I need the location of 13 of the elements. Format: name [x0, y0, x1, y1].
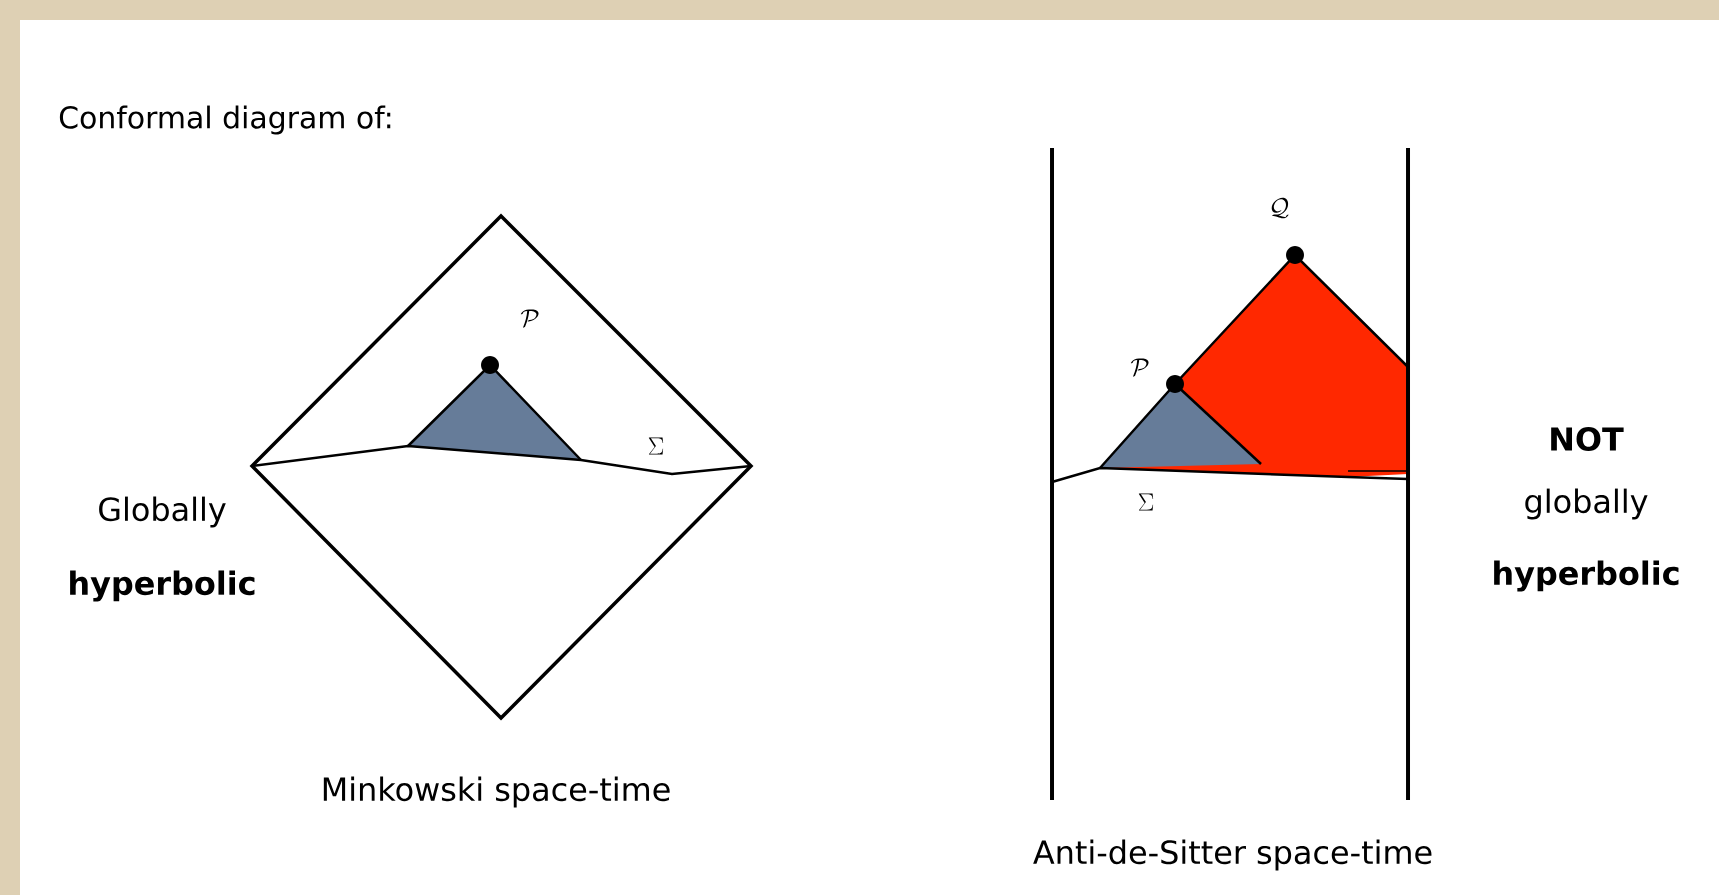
diagram-caption: Anti-de-Sitter space-time — [1033, 839, 1432, 871]
heading: Conformal diagram of: — [59, 105, 391, 135]
point-label: $\mathcal{P}$ — [1130, 358, 1149, 377]
diagram-caption: Minkowski space-time — [323, 776, 670, 808]
side-note: Globally — [99, 496, 226, 528]
side-note: globally — [1525, 488, 1648, 520]
surface-label: $\Sigma$ — [648, 437, 664, 455]
side-note: hyperbolic — [70, 570, 255, 602]
point-label: $\mathcal{Q}$ — [1271, 197, 1289, 219]
side-note: NOT — [1551, 426, 1624, 452]
surface-label: $\Sigma$ — [1138, 493, 1154, 511]
point-label: $\mathcal{P}$ — [520, 309, 539, 328]
side-note: hyperbolic — [1494, 560, 1679, 592]
